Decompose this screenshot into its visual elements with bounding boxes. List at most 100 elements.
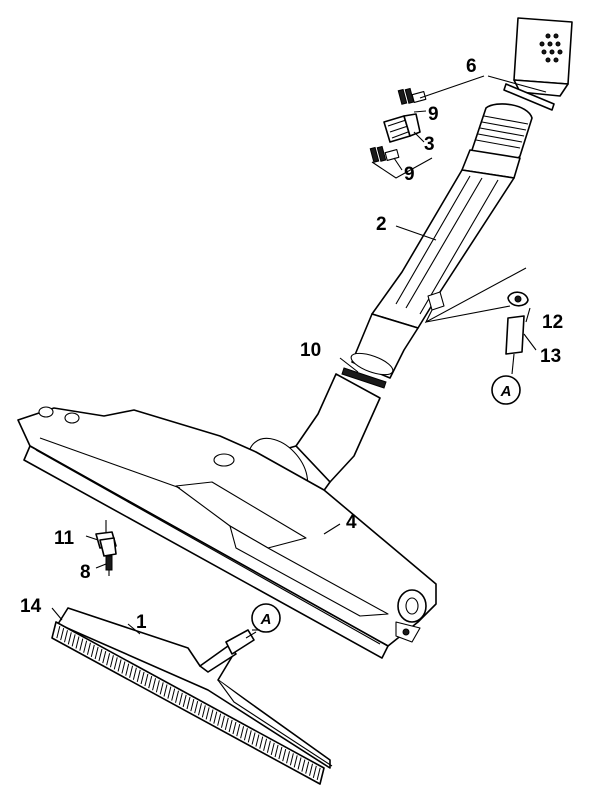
bristle-line: [309, 763, 313, 776]
callout-12: 12: [542, 312, 563, 333]
callout-10: 10: [300, 340, 321, 361]
bristle-line: [278, 746, 283, 760]
bristle-line: [155, 680, 160, 693]
bristle-line: [94, 646, 99, 660]
bristle-line: [86, 642, 91, 655]
pin-part-9-lower: [369, 145, 400, 163]
bristle-line: [297, 757, 302, 770]
o-ring-part-10: [341, 367, 387, 389]
callout-2: 2: [376, 214, 387, 235]
callout-9-upper: 9: [428, 104, 439, 125]
spacer-part-3: [383, 113, 421, 143]
bristle-line: [247, 730, 252, 743]
cap-vent-holes: [539, 33, 563, 63]
bristle-line: [121, 661, 126, 674]
bristle-line: [270, 742, 275, 756]
bristle-line: [224, 717, 229, 730]
bristle-line: [236, 723, 241, 737]
bristle-line: [232, 721, 237, 735]
clip-part-12: [507, 291, 529, 307]
squeegee-frame-part-1: [57, 607, 333, 769]
bristle-line: [289, 753, 294, 766]
bristle-line: [198, 703, 202, 716]
bristle-lines: [56, 625, 321, 781]
bristle-line: [255, 734, 260, 747]
bristle-line: [282, 749, 287, 762]
bristle-line: [132, 667, 137, 680]
callout-11: 11: [54, 528, 75, 549]
bristle-line: [263, 738, 268, 751]
pin-part-9-upper: [397, 87, 427, 105]
bristle-line: [125, 663, 130, 676]
bristle-line: [102, 650, 107, 664]
pin-part-13: [505, 315, 525, 375]
bristle-line: [113, 657, 118, 670]
nozzle-wheel: [395, 589, 427, 643]
bristle-line: [56, 625, 61, 639]
bristle-line: [60, 628, 65, 641]
bristle-line: [201, 705, 206, 718]
bristle-line: [274, 744, 279, 758]
ref-a-lower: A: [251, 603, 281, 633]
bristle-line: [106, 653, 111, 666]
bristle-line: [90, 644, 95, 657]
svg-text:A: A: [500, 383, 512, 400]
bristle-line: [217, 713, 222, 726]
bristle-line: [140, 671, 145, 685]
callout-1: 1: [136, 612, 147, 633]
bristle-line: [205, 707, 210, 720]
bristle-line: [152, 678, 157, 691]
bristle-line: [305, 761, 310, 774]
bristle-line: [186, 696, 191, 710]
bristle-line: [228, 719, 233, 733]
bristle-line: [148, 676, 153, 689]
callout-14: 14: [20, 596, 42, 617]
svg-text:A: A: [260, 611, 272, 628]
callout-8: 8: [80, 562, 91, 583]
bristle-line: [83, 640, 88, 653]
pin-group: [369, 87, 433, 179]
bristle-line: [117, 659, 122, 672]
bristle-line: [316, 767, 321, 781]
callout-9-lower: 9: [404, 164, 415, 185]
bristle-line: [64, 630, 68, 643]
bristle-line: [144, 673, 149, 687]
bristle-line: [171, 688, 176, 701]
connector-cap-part-6: [503, 17, 573, 111]
bristle-line: [293, 755, 298, 768]
floor-nozzle-part-4: [17, 373, 437, 659]
bristle-line: [75, 636, 80, 649]
bristle-strip-part-14: [51, 621, 325, 785]
bristle-line: [163, 684, 168, 697]
bristle-line: [266, 740, 271, 753]
bristle-line: [190, 698, 195, 712]
bracket-part-11: [95, 531, 117, 557]
tube-thread: [475, 115, 529, 149]
bristle-line: [209, 709, 214, 722]
callout-labels: 6 9 3 9 2 12 13 10 4 11 8 14 1: [20, 56, 563, 633]
bristle-line: [312, 765, 317, 778]
bristle-line: [79, 638, 84, 651]
bristle-line: [71, 634, 76, 647]
bristle-line: [194, 701, 199, 714]
bristle-line: [213, 711, 218, 724]
bristle-line: [167, 686, 172, 699]
bristle-line: [243, 728, 248, 741]
bristle-line: [175, 690, 179, 703]
screw-part-8: [105, 555, 113, 576]
bristle-line: [251, 732, 256, 745]
bristle-line: [136, 669, 141, 683]
bristle-line: [178, 692, 183, 705]
bristle-line: [129, 665, 134, 678]
bristle-line: [98, 648, 103, 662]
callout-4: 4: [346, 512, 357, 533]
bristle-line: [182, 694, 187, 708]
callout-3: 3: [424, 134, 435, 155]
callout-13: 13: [540, 346, 561, 367]
bristle-line: [240, 726, 245, 739]
bristle-line: [259, 736, 264, 749]
bristle-line: [301, 759, 306, 772]
bristle-line: [220, 715, 225, 728]
ref-a-upper: A: [491, 375, 521, 405]
